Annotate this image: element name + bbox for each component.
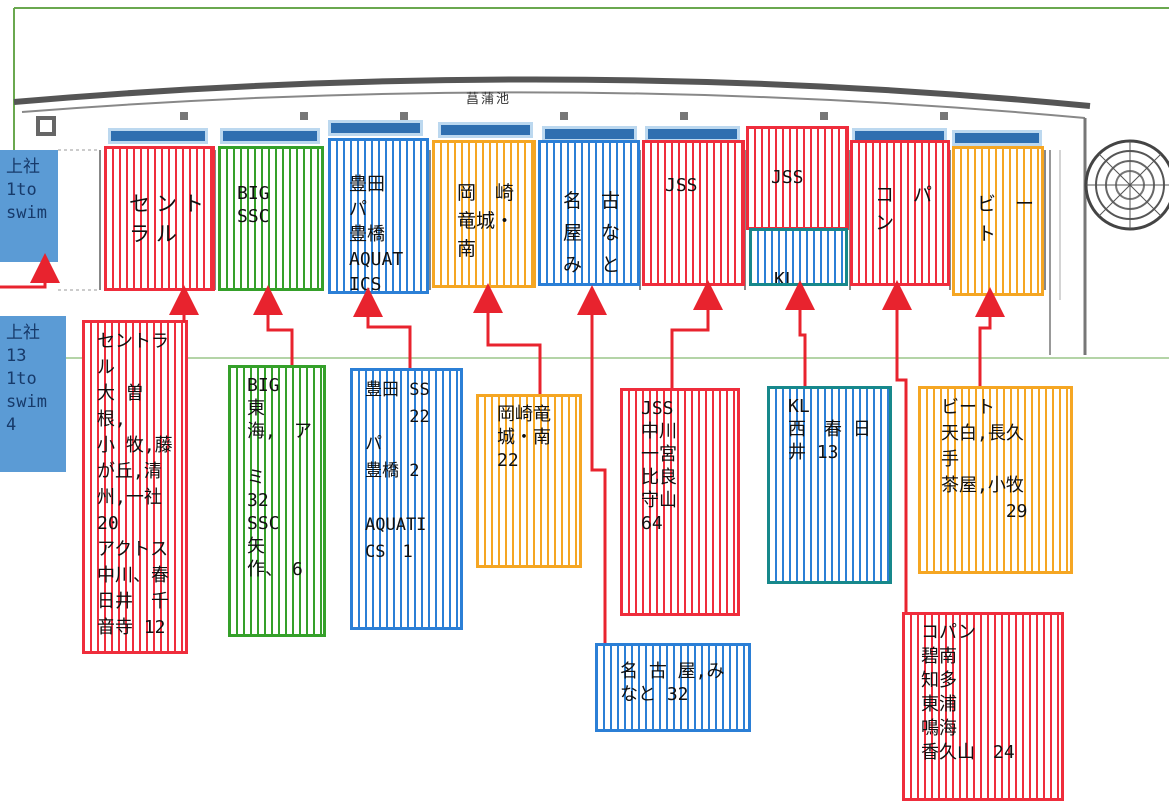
lane-jss-2: JSS: [746, 126, 849, 230]
lane-cap: [952, 130, 1042, 146]
lane-label: 豊田 パ 豊橋 AQUAT ICS: [349, 174, 404, 294]
detail-beat: ビート 天白,長久 手 茶屋,小牧 29: [918, 386, 1073, 574]
lane-cap: [108, 128, 208, 144]
lane-label: セント ラル: [129, 192, 210, 246]
detail-kl: KL 西 春 日 井 13: [767, 386, 892, 584]
lane-label: ビ ー ト: [977, 193, 1035, 245]
lane-cap: [220, 128, 320, 144]
lane-beat: ビ ー ト: [952, 146, 1044, 296]
lane-okazaki: 岡 崎 竜城・ 南: [432, 140, 536, 288]
lane-label: 岡 崎 竜城・ 南: [457, 182, 515, 260]
lane-central: セント ラル: [104, 146, 215, 291]
lane-label: BIG SSC: [237, 183, 270, 227]
lane-label: コ パ ン: [875, 184, 933, 234]
detail-copan: コパン 碧南 知多 東浦 鳴海 香久山 24: [902, 612, 1064, 801]
side-label-bottom: 上社 13 1to swim 4: [0, 316, 66, 472]
lane-label: JSS: [771, 167, 804, 188]
lane-label: 名 古 屋 な み と: [563, 190, 621, 276]
lane-nagoya: 名 古 屋 な み と: [538, 140, 640, 286]
lane-label: KL: [774, 269, 796, 286]
pool-title: 菖蒲池: [466, 92, 512, 107]
lane-jss-1: JSS: [642, 140, 745, 286]
lane-big: BIG SSC: [218, 146, 324, 291]
detail-nagoya: 名 古 屋,み なと 32: [595, 643, 751, 732]
detail-okazaki: 岡崎竜 城・南 22: [476, 394, 582, 568]
lane-cap: [438, 122, 533, 138]
spiral-icon: [1084, 139, 1169, 231]
detail-big: BIG 東 海, ア ミ 32 SSC 矢 作、 6: [228, 365, 326, 637]
side-label-top: 上社 1to swim: [0, 150, 58, 262]
detail-jss: JSS 中川 一宮 比良 守山 64: [620, 388, 740, 616]
lane-cap: [328, 120, 423, 136]
lane-kl: KL: [749, 228, 848, 286]
lane-copan: コ パ ン: [850, 140, 950, 286]
lane-label: JSS: [665, 175, 698, 196]
detail-central: セントラ ル 大 曽 根, 小 牧,藤 が丘,清 州,一社 20 アクトス 中川…: [82, 320, 188, 654]
lane-toyota: 豊田 パ 豊橋 AQUAT ICS: [328, 138, 429, 294]
detail-toyota: 豊田 SS 22 パ 豊橋 2 AQUATI CS 1: [350, 368, 463, 630]
